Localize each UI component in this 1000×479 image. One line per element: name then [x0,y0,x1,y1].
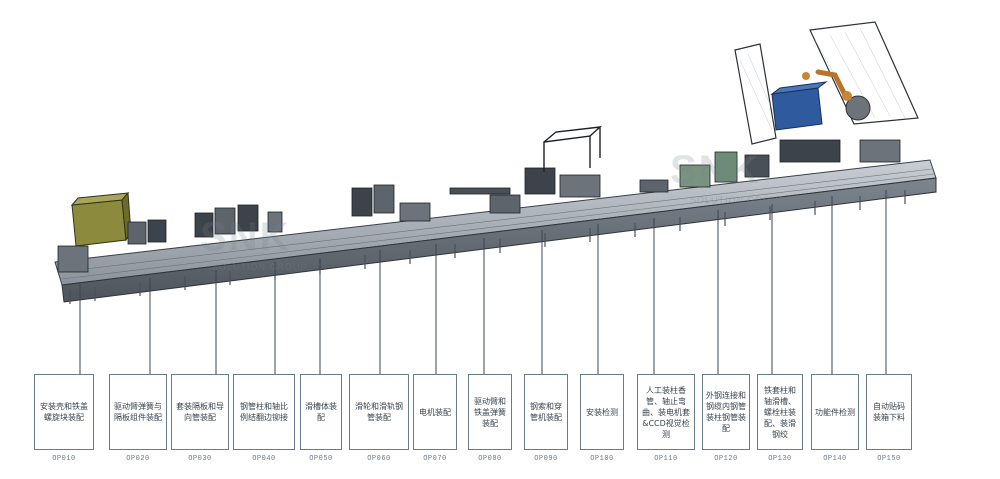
machine-clusters [57,139,901,273]
op-code: OP020 [126,455,150,463]
station-box-op090: 钢索和穿管机装配 [524,374,568,450]
watermark-sub-2: SOLUTION GROUP [690,195,786,205]
robot-cell [734,21,919,145]
station-box-op100: 安装检测 [580,374,624,450]
station-label: 铁套柱和轴滑槽、螺栓柱装配、装滑钢绞 [764,385,796,439]
station-label: 驱动臂和铁盖弹簧装配 [474,396,506,428]
op-code: OP090 [534,455,558,463]
station-label: 外钢连接和钢缆内钢管装柱钢管装配 [706,391,746,433]
station-box-op080: 驱动臂和铁盖弹簧装配 [468,374,512,450]
station-box-op030: 套装隔板和导向管装配 [171,374,229,450]
op-code: OP100 [590,455,614,463]
station-box-op010: 安装壳和铁盖螺旋块装配 [34,374,94,450]
station-label: 滑轮和滑轨钢管装配 [355,402,403,422]
station-box-op070: 电机装配 [413,374,457,450]
conveyor-line [54,159,937,304]
station-box-op150: 自动贴码装箱下料 [866,374,912,450]
watermark-logo-2: SNK [670,148,761,192]
op-code: OP150 [877,455,901,463]
watermark-logo-1: SNK [200,215,291,259]
station-label: 人工装柱香管、轴止弯曲、装电机套&CCD视觉检测 [642,385,690,439]
station-label: 安装壳和铁盖螺旋块装配 [40,402,88,422]
gantry-frames [543,126,603,172]
station-label: 电机装配 [419,407,451,417]
op-code: OP010 [52,455,76,463]
station-label: 套装隔板和导向管装配 [176,402,224,422]
op-code: OP050 [309,455,333,463]
station-box-op060: 滑轮和滑轨钢管装配 [349,374,409,450]
op-code: OP130 [768,455,792,463]
op-code: OP110 [654,455,678,463]
op-code: OP070 [423,455,447,463]
op-code: OP060 [367,455,391,463]
station-box-op130: 铁套柱和轴滑槽、螺栓柱装配、装滑钢绞 [757,374,803,450]
op-code: OP140 [823,455,847,463]
station-label: 钢管柱和轴比例结翻边铆接 [240,402,288,422]
station-box-op110: 人工装柱香管、轴止弯曲、装电机套&CCD视觉检测 [637,374,695,450]
op-code: OP030 [188,455,212,463]
station-box-op140: 功能件检测 [811,374,859,450]
op-code: OP040 [252,455,276,463]
station-label: 驱动臂弹簧与隔板组件装配 [114,402,162,422]
station-box-op040: 钢管柱和轴比例结翻边铆接 [233,374,295,450]
station-label: 滑槽体装配 [305,402,337,422]
station-label: 功能件检测 [815,407,855,417]
station-box-op020: 驱动臂弹簧与隔板组件装配 [109,374,167,450]
station-label: 自动贴码装箱下料 [873,402,905,422]
station-box-op120: 外钢连接和钢缆内钢管装柱钢管装配 [702,374,750,450]
leader-lines [79,190,887,374]
op-code: OP120 [714,455,738,463]
station-label: 钢索和穿管机装配 [530,402,562,422]
op010-cabinet [70,191,132,247]
op-code: OP080 [478,455,502,463]
station-box-op050: 滑槽体装配 [300,374,342,450]
station-label: 安装检测 [586,407,618,417]
watermark-sub-1: SOLUTION GROUP [212,262,308,272]
